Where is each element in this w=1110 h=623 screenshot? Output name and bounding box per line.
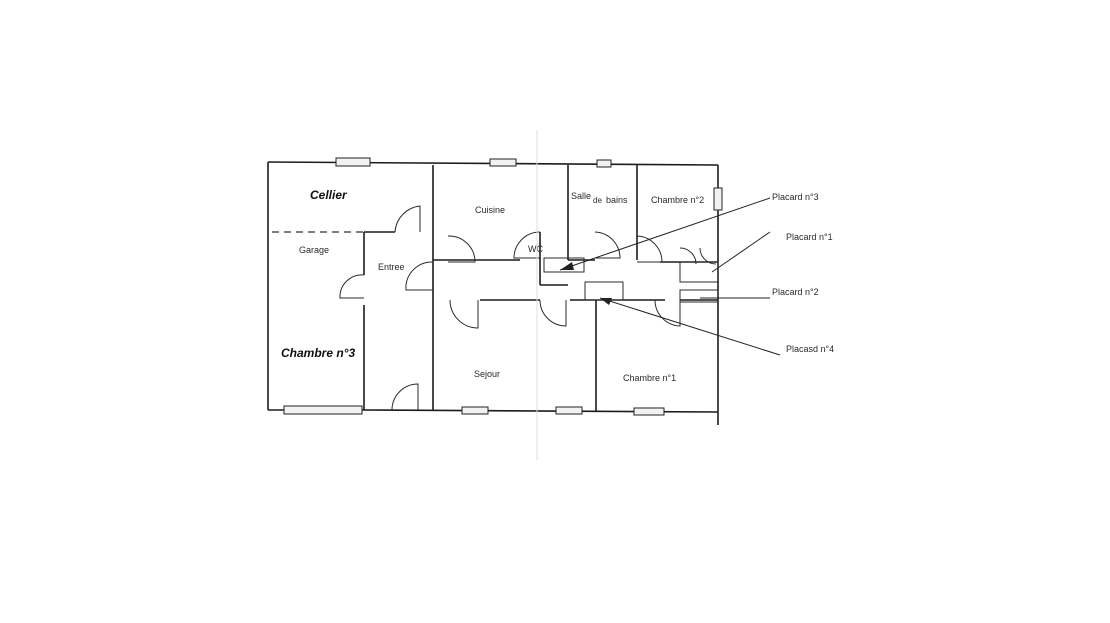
room-label-chambre-3: Chambre n°3 [281,346,355,360]
callout-leaders [559,197,781,356]
room-label-salle: Salle [571,191,591,201]
room-labels: Cellier Garage Chambre n°3 Entree Cuisin… [281,188,704,383]
callout-labels: Placard n°3 Placard n°1 Placard n°2 Plac… [772,192,834,354]
callout-placard-2: Placard n°2 [772,287,819,297]
room-label-wc: WC [528,244,543,254]
callout-placard-4: Placasd n°4 [786,344,834,354]
room-label-cuisine: Cuisine [475,205,505,215]
callout-placard-1: Placard n°1 [786,232,833,242]
callout-placard-3: Placard n°3 [772,192,819,202]
room-label-garage: Garage [299,245,329,255]
room-label-entree: Entree [378,262,405,272]
room-label-de: de [593,196,602,205]
door-swings [339,205,717,411]
room-label-chambre-1: Chambre n°1 [623,373,676,383]
room-label-chambre-2: Chambre n°2 [651,195,704,205]
room-label-bains: bains [606,195,628,205]
windows [283,157,723,416]
room-label-sejour: Sejour [474,369,500,379]
room-label-cellier: Cellier [310,188,348,202]
